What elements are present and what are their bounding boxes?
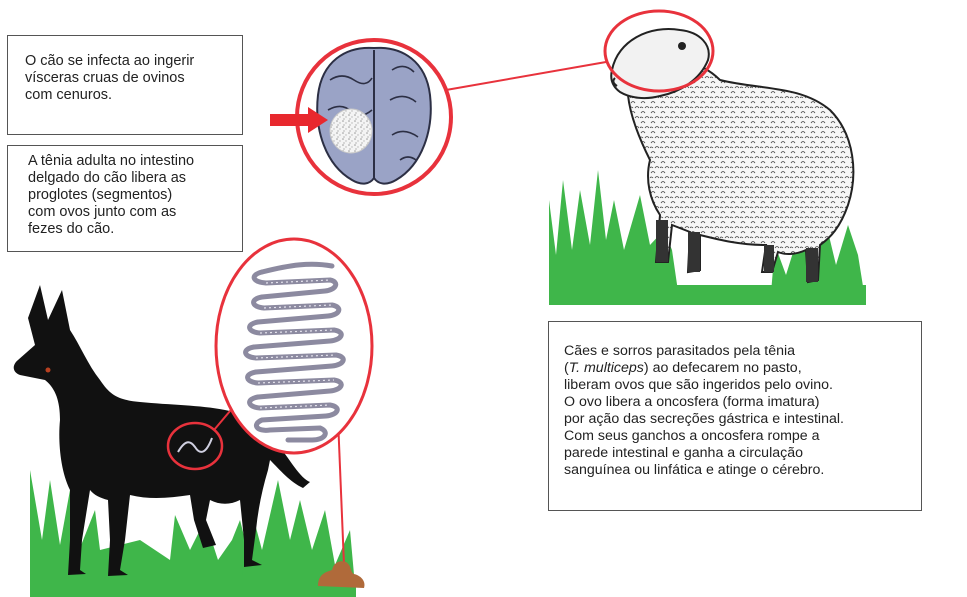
dog-eye bbox=[46, 368, 51, 373]
cyst-cenurus bbox=[330, 109, 372, 153]
connector-line-sheep-brain bbox=[446, 62, 606, 90]
brain-illustration bbox=[317, 48, 431, 184]
